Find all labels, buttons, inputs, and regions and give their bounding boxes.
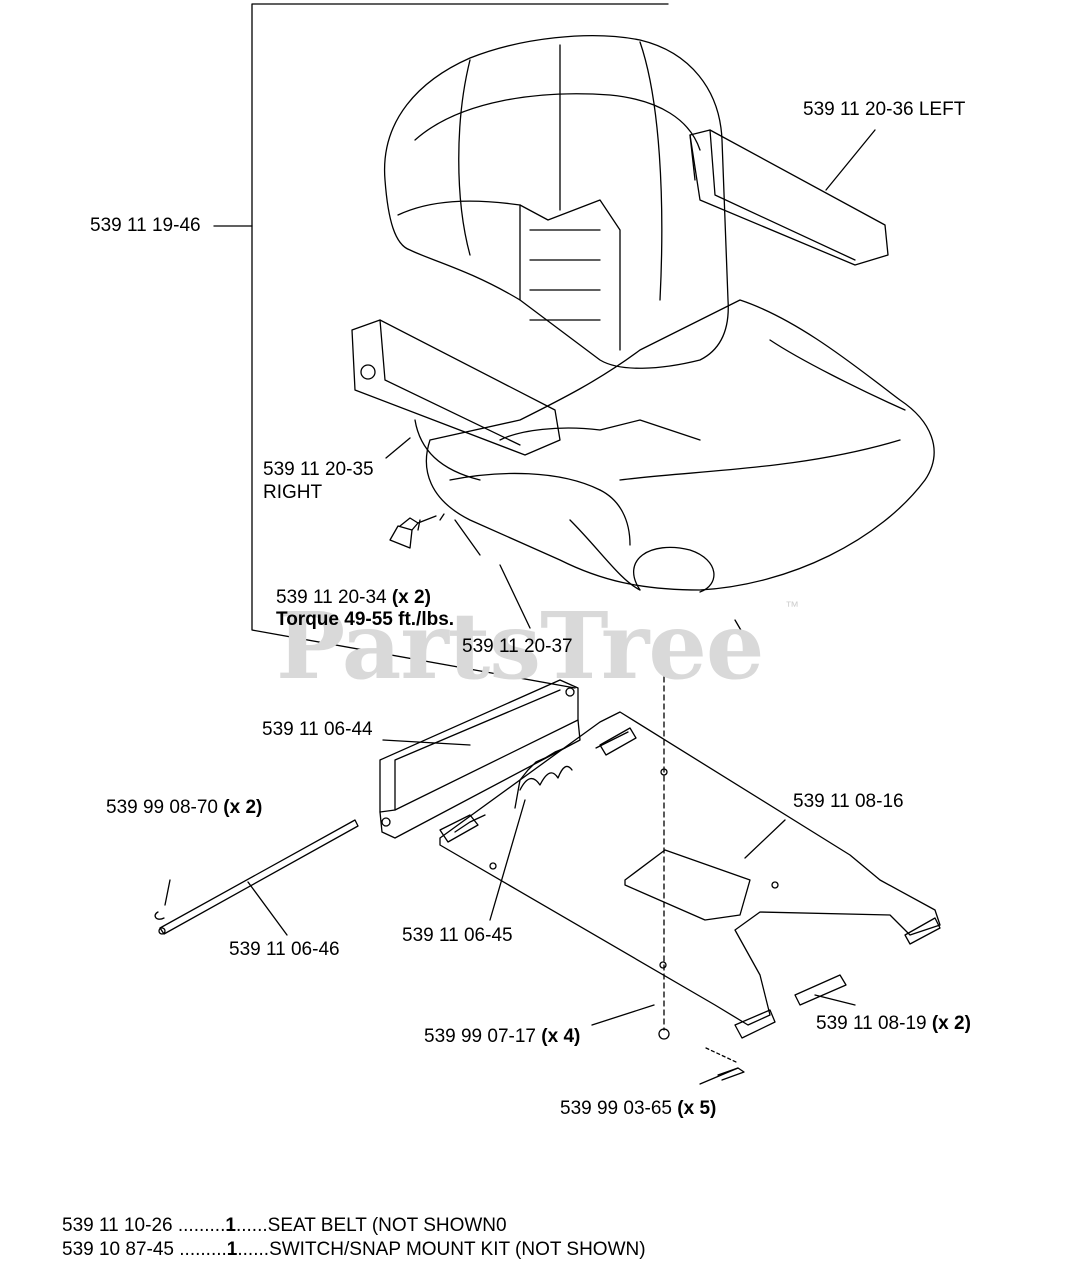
callout-torque: Torque 49-55 ft./lbs.	[276, 609, 455, 630]
seat-cushion	[425, 299, 935, 633]
nut-part-number: 539 99 07-17	[424, 1026, 536, 1047]
pin-part-number: 539 11 08-19	[816, 1013, 927, 1034]
pin-quantity: (x 2)	[931, 1013, 971, 1034]
right-armrest	[351, 319, 561, 481]
note-dots: .........	[172, 1215, 226, 1236]
note-row: 539 10 87-45 .........1......SWITCH/SNAP…	[62, 1239, 646, 1261]
callout-spring: 539 11 06-45	[402, 925, 513, 946]
clip-quantity: (x 2)	[223, 797, 263, 818]
note-quantity: 1	[225, 1215, 236, 1236]
note-dots: ......	[235, 1215, 268, 1236]
callout-rod: 539 11 06-46	[229, 939, 340, 960]
clip-539-99-08-70	[154, 911, 165, 920]
cotter-quantity: (x 5)	[677, 1098, 717, 1119]
seat-back	[383, 35, 729, 369]
note-row: 539 11 10-26 .........1......SEAT BELT (…	[62, 1215, 507, 1237]
left-armrest	[689, 129, 889, 266]
assembly-bracket	[251, 3, 669, 689]
callout-slide-rail: 539 11 06-44	[262, 719, 373, 740]
clip-part-number: 539 99 08-70	[106, 797, 218, 818]
callout-cotter-pin: 539 99 03-65 (x 5)	[560, 1098, 716, 1120]
nut-quantity: (x 4)	[541, 1026, 581, 1047]
bolt-539-11-20-34	[389, 513, 445, 549]
mount-plate	[439, 711, 941, 1026]
callout-mount-plate: 539 11 08-16	[793, 791, 904, 812]
callout-armrest-right-number: 539 11 20-35	[263, 459, 374, 480]
bolt-quantity: (x 2)	[391, 587, 431, 608]
rod-539-11-06-46	[158, 819, 359, 935]
callout-armrest-left: 539 11 20-36 LEFT	[803, 99, 966, 120]
note-description: SEAT BELT (NOT SHOWN0	[267, 1215, 507, 1236]
callout-nut: 539 99 07-17 (x 4)	[424, 1026, 580, 1048]
spring	[439, 727, 637, 843]
callout-seat-bottom: 539 11 20-37	[462, 636, 573, 657]
callout-pin: 539 11 08-19 (x 2)	[816, 1013, 971, 1035]
note-dots: .........	[174, 1239, 227, 1260]
bolt-part-number: 539 11 20-34	[276, 587, 387, 608]
leader-lines	[164, 129, 876, 1085]
cotter-part-number: 539 99 03-65	[560, 1098, 672, 1119]
note-part-number: 539 11 10-26	[62, 1215, 173, 1236]
callout-clip: 539 99 08-70 (x 2)	[106, 797, 262, 819]
callout-bolt: 539 11 20-34 (x 2)	[276, 587, 431, 609]
clevis-pins	[734, 917, 941, 1039]
note-description: SWITCH/SNAP MOUNT KIT (NOT SHOWN)	[269, 1239, 646, 1260]
partstree-watermark: PartsTree	[276, 592, 764, 700]
note-quantity: 1	[226, 1239, 238, 1260]
callout-seat-assembly: 539 11 19-46	[90, 215, 201, 236]
trademark-mark: ™	[785, 598, 799, 614]
cotter-pin	[717, 1067, 745, 1081]
note-dots: ......	[237, 1239, 270, 1260]
note-part-number: 539 10 87-45	[62, 1239, 174, 1260]
slide-rail	[379, 679, 581, 839]
callout-armrest-right-side: RIGHT	[263, 482, 323, 503]
